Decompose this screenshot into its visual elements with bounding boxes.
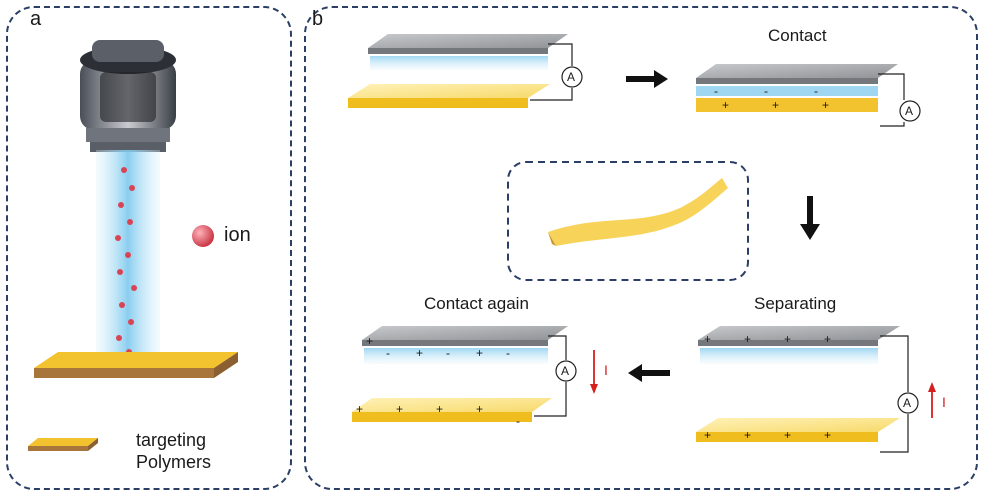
legend-ion-label: ion xyxy=(224,224,251,246)
ammeter-step3-symbol: A xyxy=(903,396,912,410)
step1-electrode-plate xyxy=(368,34,568,70)
charge-step3-positive: + xyxy=(784,332,792,346)
step-separating-label: Separating xyxy=(754,294,837,313)
charge-step4-positive: + xyxy=(366,334,374,348)
charge-step4-negative: - xyxy=(386,346,390,360)
step2-circuit xyxy=(878,73,921,127)
charge-step3-positive: + xyxy=(824,428,832,442)
step-contact-again-label: Contact again xyxy=(424,294,529,313)
current-step4-symbol: I xyxy=(604,362,608,378)
charge-step4-positive: + xyxy=(356,402,364,416)
charge-step4-positive: + xyxy=(436,402,444,416)
ammeter-step2-symbol: A xyxy=(905,104,914,118)
charge-step3-positive: + xyxy=(744,332,752,346)
ammeter-step1-symbol: A xyxy=(567,70,576,84)
charge-step4-negative: - xyxy=(506,346,510,360)
charge-step3-positive: + xyxy=(744,428,752,442)
step4-polymer-plate xyxy=(352,398,552,422)
charge-step2-positive: + xyxy=(772,98,780,112)
panel-a-letter: a xyxy=(30,8,42,30)
step3-circuit xyxy=(880,335,919,453)
charge-step3-positive: + xyxy=(704,332,712,346)
arrow-step1-to-step2 xyxy=(626,70,668,88)
charge-step4-negative: - xyxy=(516,414,520,428)
charge-step2-negative: - xyxy=(714,84,718,98)
ion-legend-sphere xyxy=(192,225,214,247)
inset-frame xyxy=(507,161,749,281)
step4-circuit xyxy=(534,335,577,417)
beam-ions xyxy=(115,167,137,355)
ion-source-device xyxy=(80,40,176,152)
step4-current-arrow xyxy=(590,350,598,394)
arrow-step2-to-step3 xyxy=(800,196,820,240)
charge-step3-positive: + xyxy=(704,428,712,442)
charge-step4-positive: + xyxy=(476,346,484,360)
legend-polymer-label-line1: targeting xyxy=(136,430,207,450)
inset-bent-polymer xyxy=(548,178,728,246)
charge-step3-positive: + xyxy=(824,332,832,346)
legend-polymer-label-line2: Polymers xyxy=(136,452,212,472)
step3-electrode-plate xyxy=(698,326,900,364)
panel-a-frame xyxy=(6,6,292,490)
charge-step2-positive: + xyxy=(822,98,830,112)
charge-step4-positive: + xyxy=(396,402,404,416)
arrow-step3-to-step4 xyxy=(628,364,670,382)
charge-step4-positive: + xyxy=(476,402,484,416)
step4-electrode-plate xyxy=(362,326,568,364)
charge-step3-positive: + xyxy=(784,428,792,442)
target-polymer-substrate xyxy=(34,352,238,378)
step3-current-arrow xyxy=(928,382,936,418)
polymer-legend-swatch xyxy=(28,438,98,451)
ion-beam xyxy=(96,150,160,368)
ammeter-step4-symbol: A xyxy=(561,364,570,378)
charge-step2-positive: + xyxy=(722,98,730,112)
step2-contact-stack xyxy=(696,64,898,112)
step3-polymer-plate xyxy=(696,418,900,442)
charge-step2-negative: - xyxy=(764,84,768,98)
charge-step2-negative: - xyxy=(814,84,818,98)
charge-step4-negative: - xyxy=(446,346,450,360)
panel-b-frame xyxy=(304,6,978,490)
step1-circuit xyxy=(530,43,583,101)
step1-polymer-plate xyxy=(348,84,550,108)
step-contact-label: Contact xyxy=(768,26,827,45)
current-step3-symbol: I xyxy=(942,394,946,410)
panel-b-letter: b xyxy=(312,8,324,30)
charge-step4-positive: + xyxy=(416,346,424,360)
